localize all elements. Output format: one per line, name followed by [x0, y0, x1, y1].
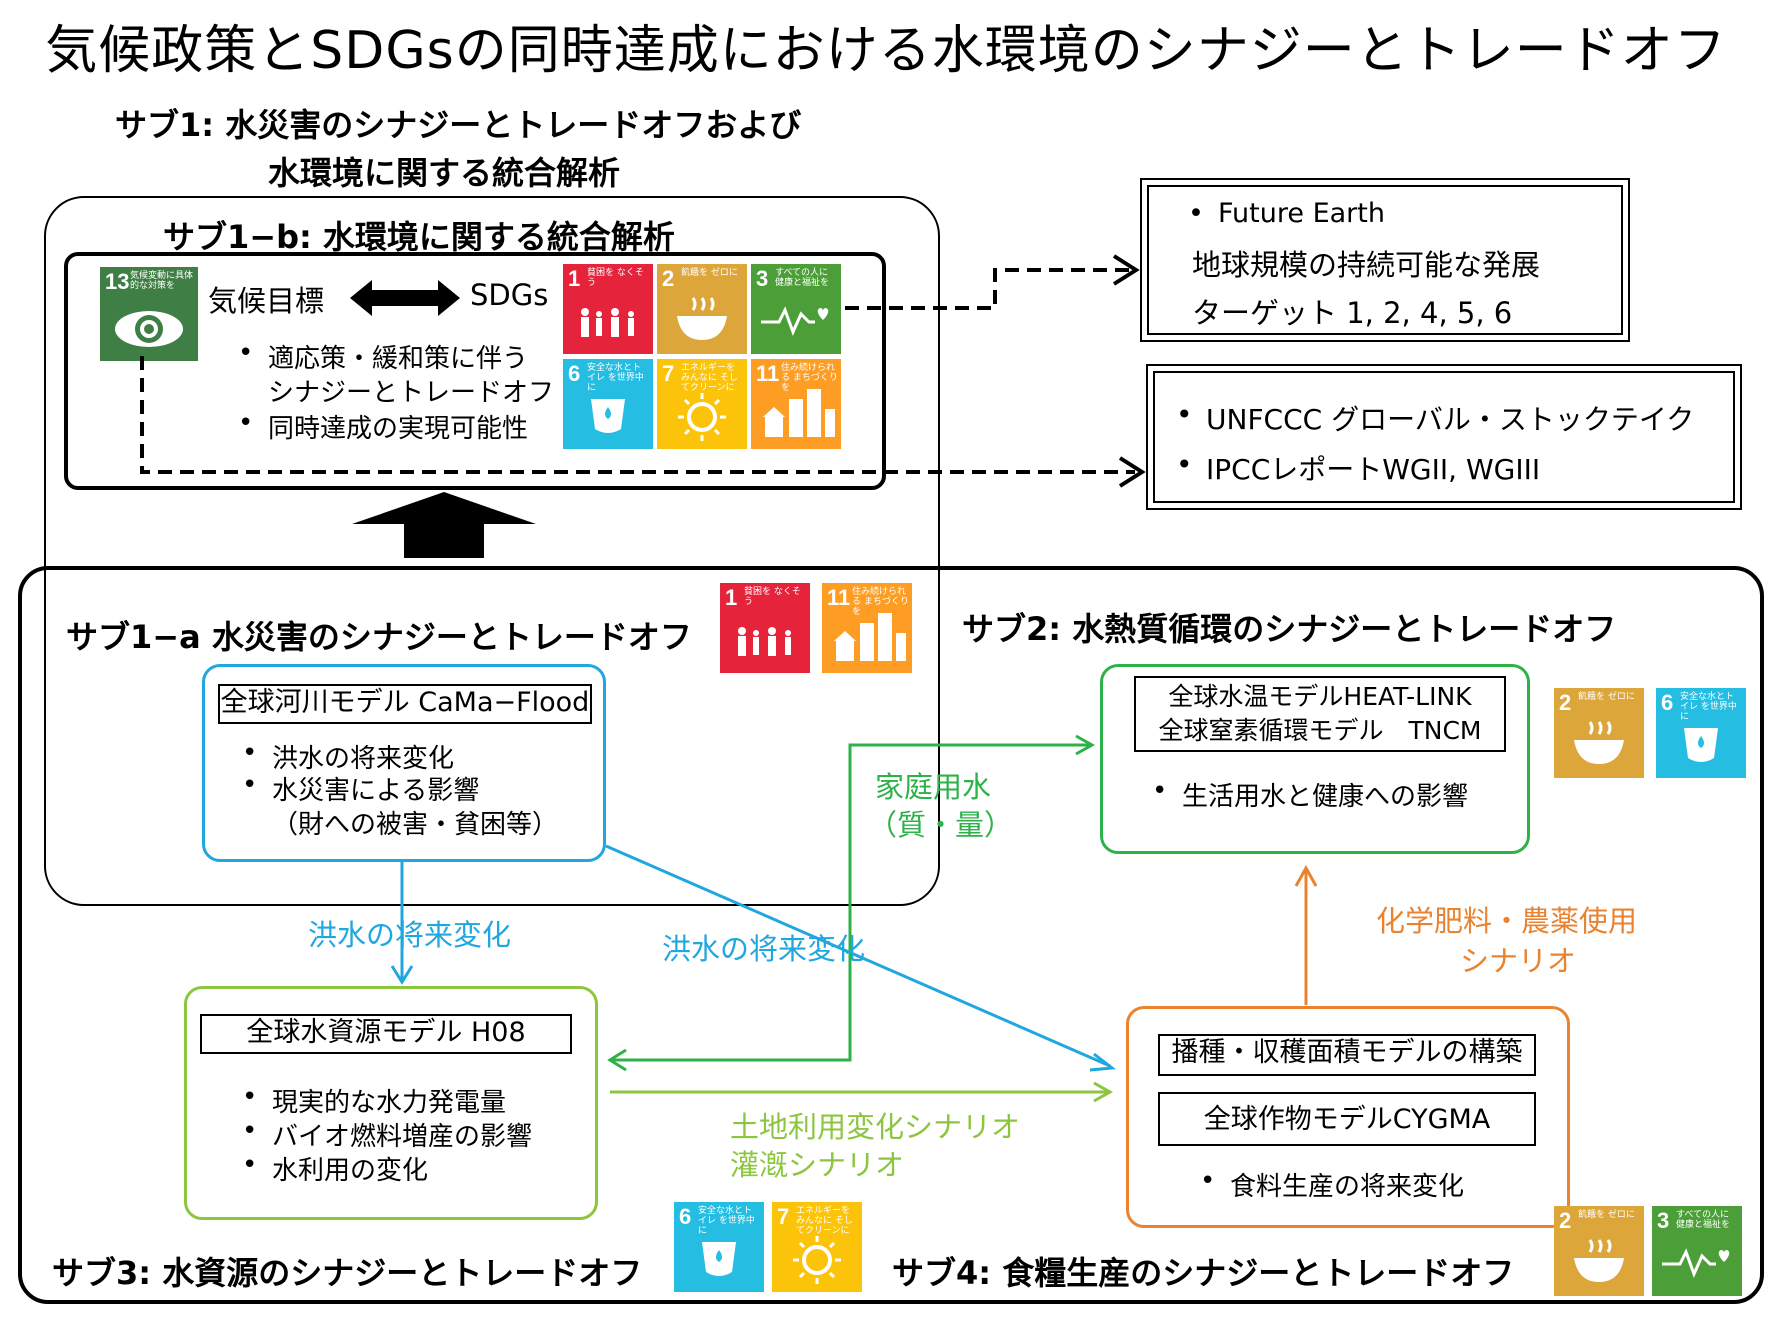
flood-change-label-2: 洪水の将来変化	[662, 932, 866, 966]
sub1b-bullet-1-cont: シナジーとトレードオフ	[268, 378, 555, 408]
sub2-title: サブ2: 水熱質循環のシナジーとトレードオフ	[962, 610, 1617, 648]
sdg1-label: 貧困を なくそう	[587, 268, 644, 288]
heat-link-line1: 全球水温モデルHEAT-LINK	[1168, 682, 1472, 711]
cygma-model: 全球作物モデルCYGMA	[1158, 1092, 1536, 1146]
sub3-bullet-3: 水利用の変化	[242, 1150, 428, 1187]
unfccc-box	[1146, 364, 1742, 510]
sdg3-label: すべての人に 健康と福祉を	[775, 268, 830, 288]
sdg13-label: 気候変動に具体的な対策を	[130, 271, 194, 291]
future-earth-line2: 地球規模の持続可能な発展	[1192, 248, 1541, 282]
sub3-title: サブ3: 水資源のシナジーとトレードオフ	[52, 1254, 643, 1292]
sdg13-icon: 13 気候変動に具体的な対策を	[100, 267, 198, 361]
lower-container	[18, 566, 1764, 1304]
sub1b-bullet-1: 適応策・緩和策に伴う	[238, 338, 528, 375]
sdg1-label-sub1a: 貧困を なくそう	[744, 587, 801, 607]
h08-model: 全球水資源モデル H08	[200, 1014, 572, 1054]
sub1a-title: サブ1−a 水災害のシナジーとトレードオフ	[66, 618, 692, 656]
fertilizer-scenario-label-2: シナリオ	[1460, 944, 1577, 978]
sub1a-box	[202, 664, 606, 862]
future-earth-box	[1140, 178, 1630, 342]
domestic-water-label: 家庭用水	[875, 770, 992, 804]
unfccc-line2: IPCCレポートWGII, WGIII	[1176, 448, 1540, 488]
land-use-scenario-label: 土地利用変化シナリオ	[730, 1110, 1021, 1144]
sdg13-number: 13	[105, 269, 130, 294]
sub1-container	[44, 196, 940, 906]
sdg11-label-sub1a: 住み続けられる まちづくりを	[852, 587, 909, 617]
sub2-box	[1100, 664, 1530, 854]
sdg6-label-sub3: 安全な水とトイレ を世界中に	[698, 1206, 755, 1236]
sub1b-bullet-2: 同時達成の実現可能性	[238, 408, 528, 445]
future-earth-line1: Future Earth	[1188, 198, 1385, 229]
sdg2-label-sub2: 飢餓を ゼロに	[1578, 692, 1635, 702]
future-earth-line3: ターゲット 1, 2, 4, 5, 6	[1192, 296, 1513, 330]
up-arrow-icon	[352, 492, 536, 558]
sub3-bullet-2: バイオ燃料増産の影響	[242, 1116, 532, 1153]
sub1a-bullet-1: 洪水の将来変化	[242, 738, 454, 775]
sub4-title: サブ4: 食糧生産のシナジーとトレードオフ	[892, 1254, 1515, 1292]
sub1a-bullet-2: 水災害による影響	[242, 770, 479, 807]
page-title: 気候政策とSDGsの同時達成における水環境のシナジーとトレードオフ	[45, 21, 1727, 81]
flood-change-label-1: 洪水の将来変化	[308, 918, 512, 952]
cama-flood-model: 全球河川モデル CaMa−Flood	[218, 684, 592, 724]
sub4-bullet: 食料生産の将来変化	[1200, 1166, 1464, 1203]
sdg7-label-sub3: エネルギーをみんなに そしてクリーンに	[796, 1206, 853, 1236]
sdg11-label: 住み続けられる まちづくりを	[781, 363, 838, 393]
sdg3-label-sub4: すべての人に 健康と福祉を	[1676, 1210, 1731, 1230]
sub1-title-line1: サブ1: 水災害のシナジーとトレードオフおよび	[115, 106, 802, 144]
sdg2-label: 飢餓を ゼロに	[681, 268, 738, 278]
heat-link-model: 全球水温モデルHEAT-LINK 全球窒素循環モデル TNCM	[1134, 676, 1506, 752]
sowing-harvest-model: 播種・収穫面積モデルの構築	[1158, 1034, 1536, 1076]
sdg2-label-sub4: 飢餓を ゼロに	[1578, 1210, 1635, 1220]
fertilizer-scenario-label: 化学肥料・農薬使用	[1376, 904, 1638, 938]
sub3-bullet-1: 現実的な水力発電量	[242, 1082, 506, 1119]
sub2-bullet: 生活用水と健康への影響	[1152, 776, 1468, 813]
sdg7-label: エネルギーをみんなに そしてクリーンに	[681, 363, 738, 393]
sub1a-bullet-2-cont: （財への被害・貧困等）	[272, 810, 559, 840]
climate-target-label: 気候目標	[208, 284, 325, 318]
sdgs-label: SDGs	[470, 278, 549, 312]
unfccc-line1: UNFCCC グローバル・ストックテイク	[1176, 398, 1694, 438]
sdg6-label: 安全な水とトイレ を世界中に	[587, 363, 644, 393]
domestic-water-quality-label: （質・量）	[868, 808, 1014, 842]
sub3-box	[184, 986, 598, 1220]
sub4-box	[1126, 1006, 1570, 1228]
irrigation-scenario-label: 灌漑シナリオ	[730, 1148, 905, 1182]
sub1b-title: サブ1−b: 水環境に関する統合解析	[163, 218, 675, 256]
tncm-line2: 全球窒素循環モデル TNCM	[1158, 716, 1482, 745]
sub1-title-line2: 水環境に関する統合解析	[268, 154, 621, 192]
sdg6-label-sub2: 安全な水とトイレ を世界中に	[1680, 692, 1737, 722]
double-arrow-icon	[350, 280, 460, 316]
